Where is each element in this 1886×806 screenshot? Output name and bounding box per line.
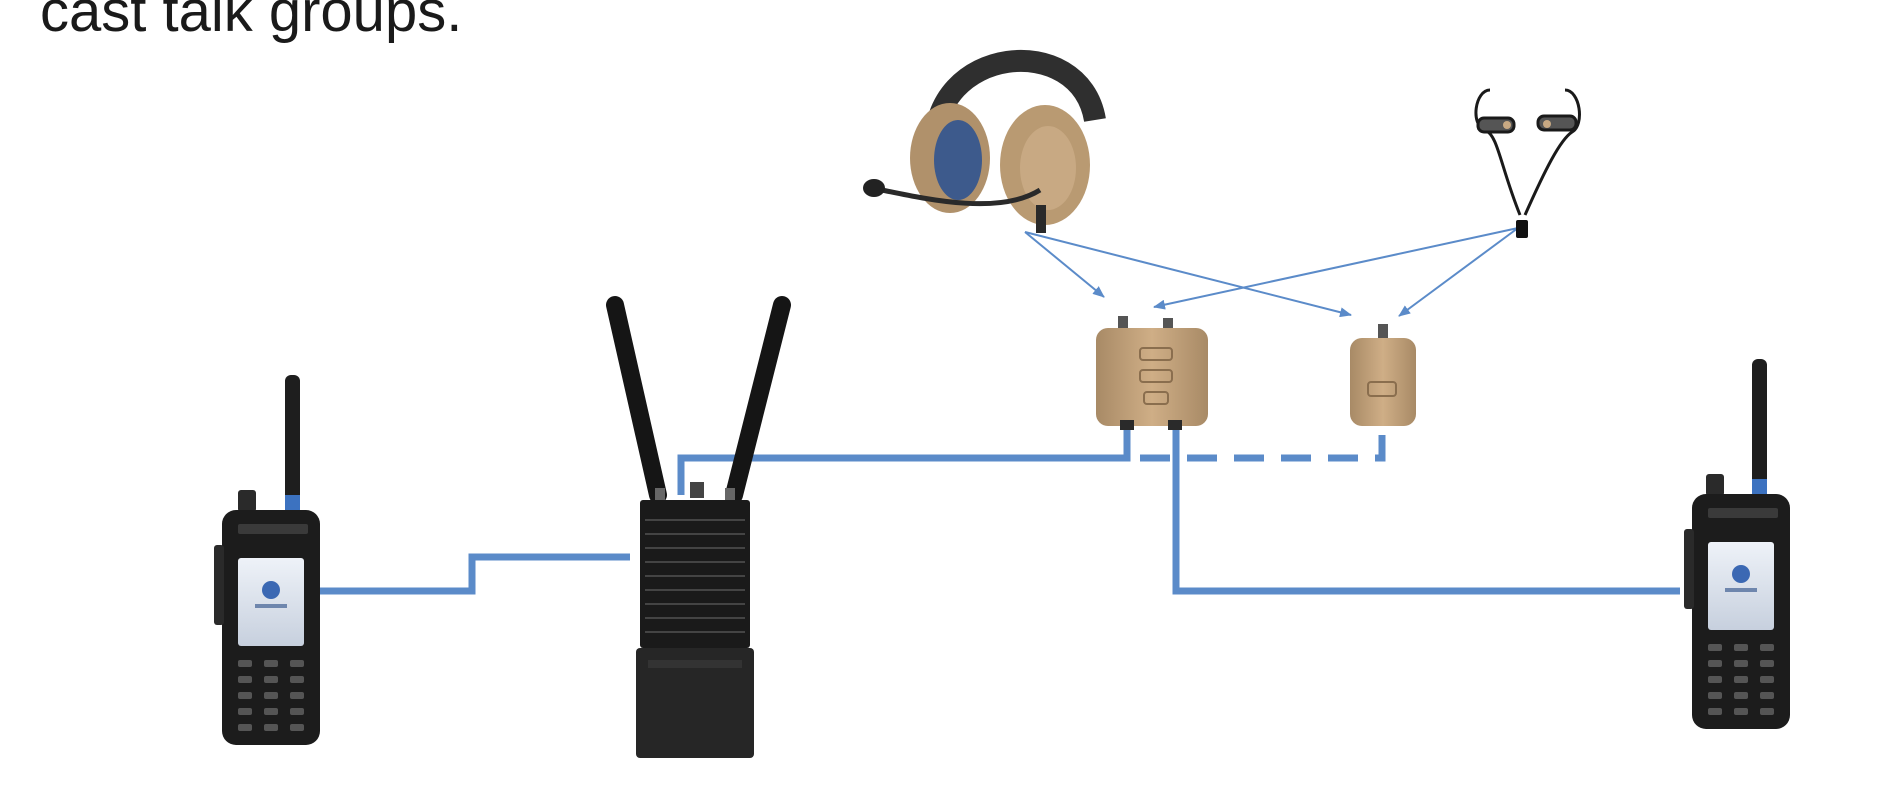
router-to-adapter-cable: [677, 425, 1131, 495]
small-ptt-adapter-icon: [1350, 324, 1416, 426]
slide-heading-fragment: cast talk groups.: [40, 0, 463, 44]
headset-to-large-adapter-arrow: [1024, 231, 1105, 298]
earpiece-to-large-adapter-arrow: [1153, 227, 1519, 310]
headset-to-small-adapter-arrow: [1024, 231, 1352, 318]
in-ear-earpiece-icon: [1474, 88, 1581, 238]
earpiece-to-small-adapter-arrow: [1398, 227, 1519, 317]
tactical-headset-icon: [863, 50, 1106, 233]
right-handheld-radio-icon: [1684, 359, 1790, 729]
connection-lines: [315, 425, 1680, 595]
left-handheld-radio-icon: [214, 375, 320, 745]
adapter-to-right-radio-cable: [1172, 425, 1680, 595]
audio-arrows: [1024, 227, 1519, 318]
dashed-adapter-link-cable: [1140, 430, 1386, 462]
large-ptt-adapter-icon: [1096, 316, 1208, 430]
left-radio-to-router-cable: [315, 553, 630, 595]
portable-router-icon: [606, 296, 791, 758]
